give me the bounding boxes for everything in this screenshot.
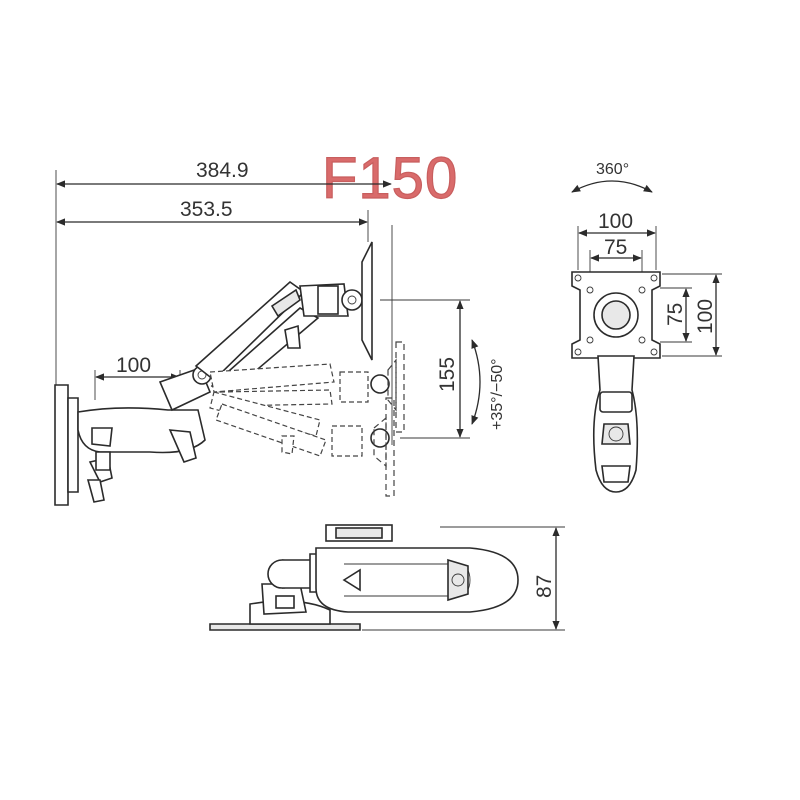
svg-text:100: 100 bbox=[694, 299, 717, 334]
svg-text:360°: 360° bbox=[596, 161, 629, 178]
dim-vesa-inner: 75 bbox=[589, 236, 643, 272]
dim-vesa-inner-vertical: 75 bbox=[660, 287, 692, 343]
svg-text:+35°/−50°: +35°/−50° bbox=[489, 358, 506, 430]
rotation-indicator: 360° bbox=[571, 161, 653, 193]
svg-text:100: 100 bbox=[116, 354, 151, 377]
dim-arm-reach: 353.5 bbox=[56, 198, 368, 226]
svg-text:87: 87 bbox=[533, 575, 556, 598]
svg-text:353.5: 353.5 bbox=[180, 198, 233, 221]
dim-vertical-travel: 155 bbox=[380, 299, 470, 439]
dim-vesa-outer-vertical: 100 bbox=[662, 273, 722, 357]
svg-text:100: 100 bbox=[598, 210, 633, 233]
dim-height: 87 bbox=[362, 526, 565, 631]
dim-vesa-outer: 100 bbox=[577, 210, 657, 270]
dim-total-reach: 384.9 bbox=[56, 159, 392, 188]
side-view: 384.9 353.5 100 bbox=[54, 159, 506, 506]
arm-down-position bbox=[209, 391, 395, 497]
svg-text:75: 75 bbox=[604, 236, 627, 259]
model-title: F150 bbox=[322, 146, 458, 211]
tilt-indicator: +35°/−50° bbox=[471, 339, 506, 430]
svg-text:384.9: 384.9 bbox=[196, 159, 249, 182]
top-view: 87 bbox=[209, 524, 565, 631]
front-view: 360° 100 75 bbox=[571, 161, 722, 493]
wall-plate bbox=[54, 384, 69, 506]
svg-text:155: 155 bbox=[436, 357, 459, 392]
svg-text:75: 75 bbox=[664, 303, 687, 326]
base-plate bbox=[209, 623, 361, 631]
